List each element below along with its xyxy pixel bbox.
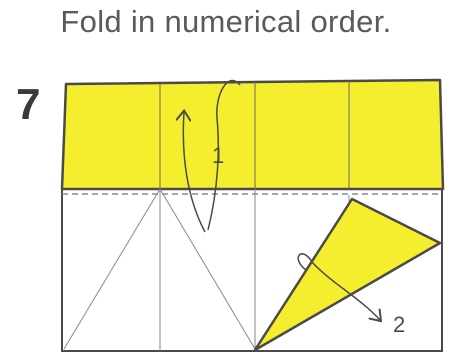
instruction-text: Fold in numerical order. (60, 4, 392, 39)
crease-line (159, 188, 256, 350)
fold-arrow-1-icon (183, 79, 241, 233)
folded-flap (253, 197, 442, 352)
crease-line (63, 188, 161, 350)
fold-label-2: 2 (393, 312, 405, 337)
fold-arrow-2-icon (297, 253, 380, 320)
paper-yellow-band (60, 78, 445, 191)
step-number: 7 (16, 80, 41, 129)
fold-label-1: 1 (212, 143, 224, 168)
